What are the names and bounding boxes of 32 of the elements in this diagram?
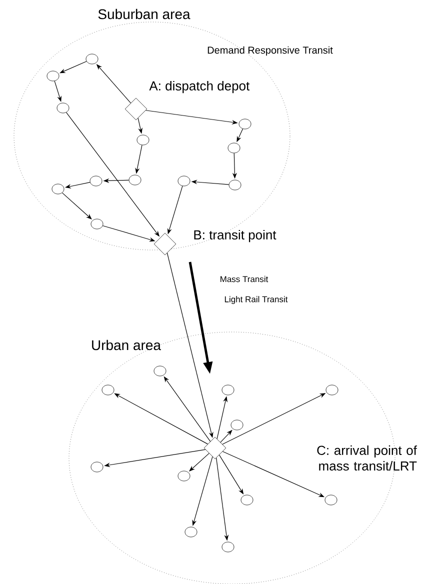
- stop-ellipse: [52, 184, 64, 194]
- stop-ellipse: [222, 542, 234, 552]
- point-label: B: transit point: [194, 230, 276, 242]
- stop-ellipse: [46, 70, 60, 82]
- stop-ellipse: [90, 462, 104, 472]
- stop-ellipse: [324, 494, 338, 506]
- point-diamond: [204, 436, 226, 460]
- stop-ellipse: [90, 176, 102, 186]
- stop-ellipse: [178, 176, 190, 186]
- area-label: Suburban area: [98, 8, 190, 20]
- point-label: A: dispatch depot: [149, 80, 250, 94]
- text-label: Demand Responsive Transit: [208, 46, 333, 56]
- stop-ellipse: [222, 384, 234, 396]
- stop-ellipse: [86, 54, 98, 64]
- text-label: C: arrival point of mass transit/LRT: [317, 445, 417, 471]
- stop-ellipse: [136, 134, 150, 146]
- stop-ellipse: [128, 174, 142, 186]
- stop-ellipse: [238, 118, 252, 130]
- stop-ellipse: [154, 366, 166, 376]
- stop-ellipse: [240, 494, 254, 506]
- stop-ellipse: [56, 102, 70, 114]
- stop-ellipse: [178, 470, 190, 482]
- text-label: Mass Transit: [220, 276, 268, 282]
- stop-ellipse: [184, 526, 198, 538]
- stop-ellipse: [102, 384, 114, 396]
- stop-ellipse: [228, 142, 240, 154]
- stop-ellipse: [90, 218, 104, 230]
- stop-ellipse: [326, 384, 338, 396]
- text-label: Light Rail Transit: [224, 296, 288, 304]
- stop-ellipse: [230, 420, 244, 430]
- stop-ellipse: [228, 180, 242, 190]
- area-label: Urban area: [92, 340, 161, 350]
